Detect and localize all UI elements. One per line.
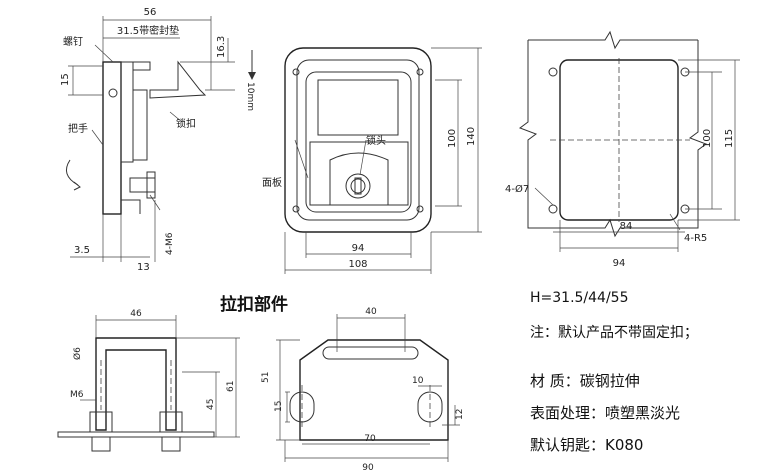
dim-16-3: 16.3 (216, 36, 227, 58)
strike-plate (299, 339, 449, 441)
dim-4-r5: 4-R5 (684, 233, 707, 244)
rotate-arrow-icon (65, 159, 79, 186)
strike-plate-view: 40 51 15 10 70 90 12 (261, 307, 465, 473)
material-spec: 材 质：碳钢拉伸 (530, 372, 640, 390)
cutout-view: 100 115 84 94 4-Ø7 4-R5 (505, 30, 740, 269)
dim-13: 13 (137, 262, 150, 273)
dim-4-d7: 4-Ø7 (505, 183, 529, 195)
label-panel: 面板 (262, 176, 282, 189)
dim-94-cut: 94 (613, 258, 626, 269)
dim-31-5-seal: 31.5带密封垫 (117, 24, 179, 37)
dim-90: 90 (362, 463, 374, 473)
dim-d6: Ø6 (72, 347, 83, 360)
dim-108: 108 (348, 259, 367, 270)
section-title: 拉扣部件 (220, 295, 288, 315)
front-view: 100 140 94 108 锁头 面板 (262, 47, 482, 274)
dim-4-m6: 4-M6 (165, 232, 175, 255)
lock-cylinder-icon (345, 173, 371, 199)
dim-12: 12 (455, 409, 465, 420)
label-lock: 锁扣 (176, 117, 196, 130)
dim-56: 56 (144, 7, 157, 18)
dim-51: 51 (261, 372, 271, 383)
label-handle: 把手 (68, 122, 88, 135)
lock-arm (149, 60, 207, 99)
dim-40: 40 (365, 307, 377, 317)
dim-140: 140 (466, 127, 477, 146)
dim-115: 115 (724, 129, 735, 148)
dim-46: 46 (130, 309, 142, 319)
front-panel (284, 47, 432, 233)
side-plate (102, 61, 122, 215)
cutout-outline (518, 40, 708, 238)
dim-15-slot: 15 (274, 401, 284, 412)
label-lockhead: 锁头 (366, 134, 386, 147)
dim-61: 61 (226, 381, 236, 392)
bracket-side-view: 46 Ø6 M6 61 45 (57, 309, 240, 452)
dim-94: 94 (352, 243, 365, 254)
dim-84: 84 (620, 221, 633, 232)
side-view: 56 31.5带密封垫 16.3 10mm 15 3.5 13 4-M6 螺钉 … (60, 7, 256, 273)
strike-slot (322, 346, 419, 360)
dim-45: 45 (206, 399, 216, 410)
dim-10: 10 (412, 376, 424, 386)
handle-recess (305, 71, 412, 213)
dim-100-cut: 100 (702, 129, 713, 148)
heights-spec: H=31.5/44/55 (530, 290, 629, 306)
side-body (120, 61, 134, 163)
dim-100: 100 (447, 129, 458, 148)
key-spec: 默认钥匙：K080 (530, 436, 644, 454)
dim-m6: M6 (70, 390, 84, 400)
dim-70: 70 (364, 434, 376, 444)
note-text: 注：默认产品不带固定扣； (530, 325, 698, 341)
label-screw: 螺钉 (63, 36, 83, 48)
bracket-u (95, 337, 177, 431)
surface-spec: 表面处理：喷塑黑淡光 (530, 404, 681, 422)
dim-15: 15 (60, 73, 71, 86)
dim-3-5: 3.5 (74, 245, 90, 256)
dim-10mm: 10mm (245, 82, 255, 111)
